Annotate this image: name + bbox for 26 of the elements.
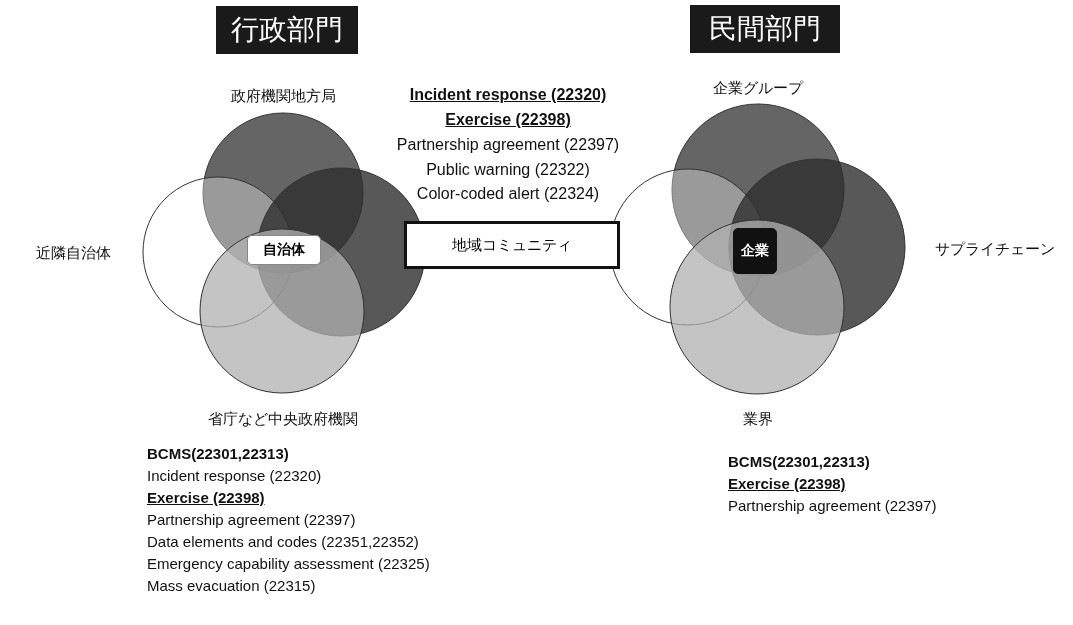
center-tag: 企業 [733, 228, 777, 274]
circle-label: サプライチェーン [935, 239, 1055, 259]
standard-reference: Exercise (22398) [728, 475, 846, 492]
standard-reference: BCMS(22301,22313) [147, 445, 289, 462]
circle-label: 企業グループ [713, 78, 803, 98]
community-box: 地域コミュニティ [404, 221, 620, 269]
standard-reference: Mass evacuation (22315) [147, 577, 316, 594]
standard-reference: Color-coded alert (22324) [416, 185, 600, 203]
standard-reference: Partnership agreement (22397) [147, 511, 356, 528]
standard-reference: Public warning (22322) [426, 161, 590, 179]
circle-label: 省庁など中央政府機関 [208, 409, 358, 429]
circle-label: 近隣自治体 [35, 243, 111, 263]
standard-reference: Incident response (22320) [147, 467, 322, 484]
standard-reference: Partnership agreement (22397) [728, 497, 937, 514]
standard-reference: BCMS(22301,22313) [728, 453, 870, 470]
section-heading: 民間部門 [690, 5, 840, 53]
circle-label: 業界 [743, 409, 773, 429]
standard-reference: Partnership agreement (22397) [396, 136, 620, 154]
standard-reference: Data elements and codes (22351,22352) [147, 533, 419, 550]
standard-reference: Exercise (22398) [147, 489, 265, 506]
standard-reference: Exercise (22398) [445, 111, 571, 129]
standard-reference: Incident response (22320) [409, 86, 607, 104]
center-tag: 自治体 [247, 235, 321, 265]
circle-label: 政府機関地方局 [230, 86, 336, 106]
standard-reference: Emergency capability assessment (22325) [147, 555, 430, 572]
section-heading: 行政部門 [216, 6, 358, 54]
